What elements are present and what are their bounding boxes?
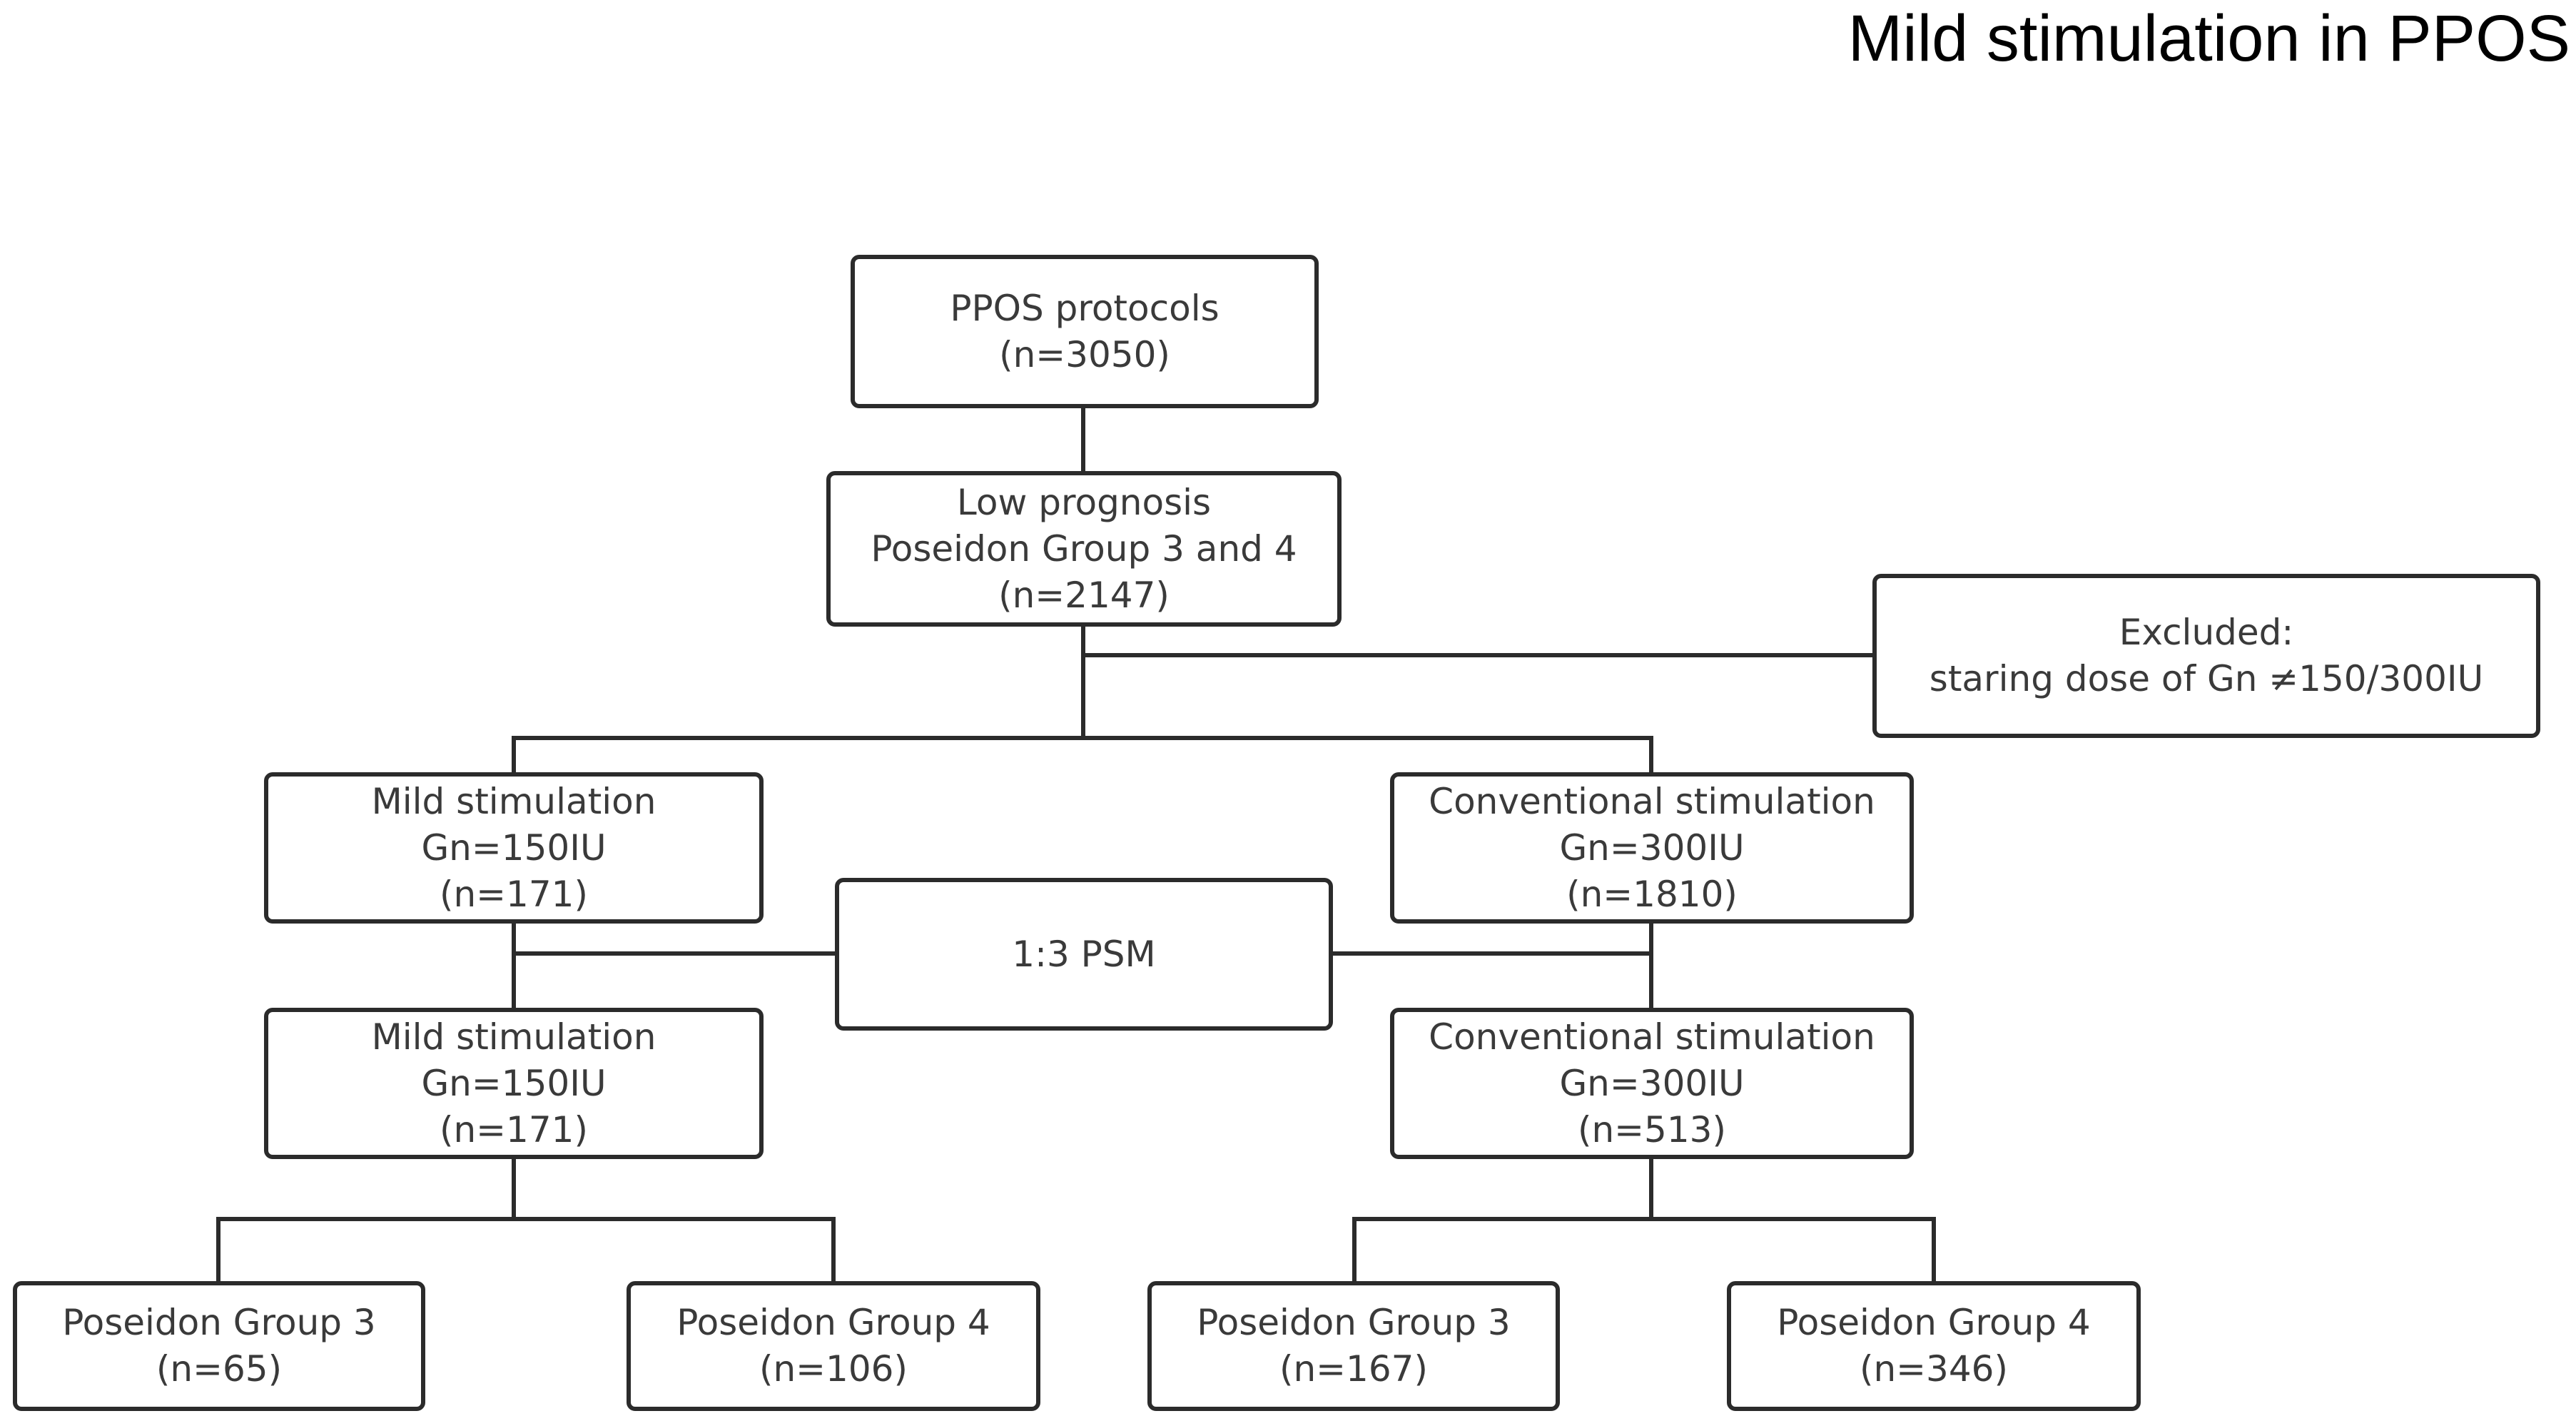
node-mild-g3-label: Poseidon Group 3 [62,1302,376,1343]
node-mild-pre-count: (n=171) [439,873,589,915]
node-excluded: Excluded: staring dose of Gn ≠150/300IU [1872,574,2540,738]
node-ppos-protocols: PPOS protocols (n=3050) [851,255,1319,408]
node-mild-post-label: Mild stimulation [371,1016,656,1058]
node-mild-pre-dose: Gn=150IU [421,826,607,869]
node-conv-g4-label: Poseidon Group 4 [1777,1302,2091,1343]
node-mild-poseidon-group-3: Poseidon Group 3 (n=65) [13,1281,425,1411]
node-conv-g3-label: Poseidon Group 3 [1197,1302,1511,1343]
node-mild-g4-label: Poseidon Group 4 [676,1302,990,1343]
node-conv-poseidon-group-4: Poseidon Group 4 (n=346) [1727,1281,2141,1411]
node-ppos-count: (n=3050) [999,333,1170,375]
node-conv-pre-label: Conventional stimulation [1429,780,1875,822]
node-low-groups: Poseidon Group 3 and 4 [871,527,1297,570]
node-psm-label: 1:3 PSM [1012,933,1156,975]
node-low-label: Low prognosis [956,481,1212,523]
node-excluded-criteria: staring dose of Gn ≠150/300IU [1929,658,2484,699]
node-mild-stimulation-post: Mild stimulation Gn=150IU (n=171) [264,1008,764,1159]
node-low-prognosis: Low prognosis Poseidon Group 3 and 4 (n=… [826,471,1342,627]
node-conv-poseidon-group-3: Poseidon Group 3 (n=167) [1147,1281,1560,1411]
node-conv-pre-dose: Gn=300IU [1559,826,1745,869]
node-mild-post-count: (n=171) [439,1108,589,1151]
node-conventional-stimulation-post: Conventional stimulation Gn=300IU (n=513… [1390,1008,1914,1159]
node-excluded-label: Excluded: [2119,612,2294,653]
node-mild-stimulation-pre: Mild stimulation Gn=150IU (n=171) [264,772,764,924]
node-conv-g4-count: (n=346) [1859,1348,2009,1390]
node-low-count: (n=2147) [998,574,1170,616]
node-mild-poseidon-group-4: Poseidon Group 4 (n=106) [627,1281,1040,1411]
page-title: Mild stimulation in PPOS [1847,2,2570,75]
node-conv-post-count: (n=513) [1577,1108,1727,1151]
node-ppos-label: PPOS protocols [950,287,1219,329]
node-conv-post-dose: Gn=300IU [1559,1062,1745,1104]
node-mild-post-dose: Gn=150IU [421,1062,607,1104]
node-conv-post-label: Conventional stimulation [1429,1016,1875,1058]
node-conv-g3-count: (n=167) [1279,1348,1429,1390]
node-conv-pre-count: (n=1810) [1566,873,1738,915]
node-mild-pre-label: Mild stimulation [371,780,656,822]
node-psm: 1:3 PSM [835,878,1333,1031]
node-mild-g3-count: (n=65) [156,1348,283,1390]
node-mild-g4-count: (n=106) [759,1348,908,1390]
node-conventional-stimulation-pre: Conventional stimulation Gn=300IU (n=181… [1390,772,1914,924]
